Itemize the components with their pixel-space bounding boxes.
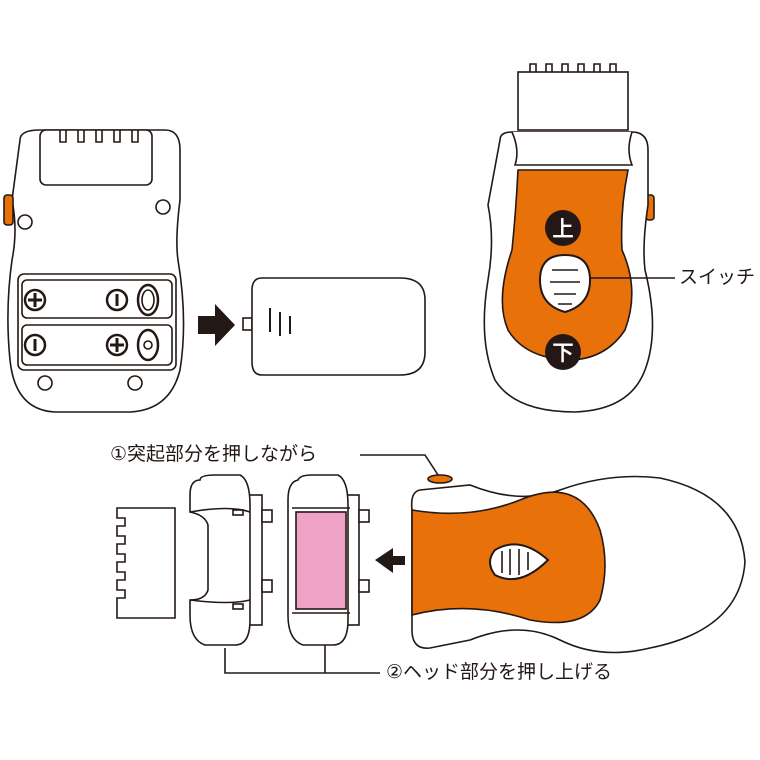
down-label: 下 [552, 341, 574, 365]
battery-cover [242, 277, 426, 376]
device-back-battery-view [3, 129, 185, 413]
up-direction-badge: 上 [545, 210, 581, 246]
comb-attachment [116, 507, 176, 619]
switch-label: スイッチ [679, 266, 756, 288]
head-part-1 [189, 474, 251, 646]
arrow-left-icon [375, 548, 405, 573]
head-cover [517, 71, 629, 131]
down-direction-badge: 下 [545, 334, 581, 370]
step1-label: ①突起部分を押しながら [110, 443, 318, 465]
minus-terminal-icon [105, 288, 129, 312]
filter-pink [295, 511, 347, 610]
arrow-right-icon [198, 304, 235, 346]
plus-terminal-icon [105, 333, 129, 357]
plus-terminal-icon [23, 288, 47, 312]
device-front-view [483, 63, 675, 413]
up-label: 上 [552, 217, 574, 241]
minus-terminal-icon [23, 333, 47, 357]
head-removal-view [116, 454, 746, 674]
battery-1 [21, 279, 173, 319]
step2-label: ②ヘッド部分を押し上げる [386, 661, 613, 683]
battery-2 [21, 324, 173, 366]
